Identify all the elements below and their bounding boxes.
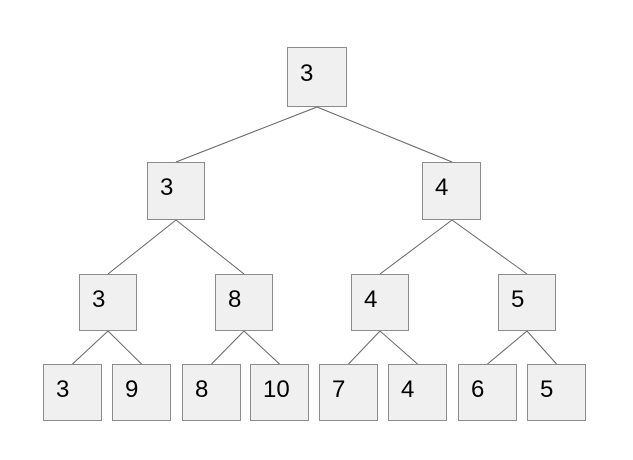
tree-node-l3-2-label: 4 (364, 285, 378, 313)
tree-node-leaf-6: 6 (458, 364, 517, 421)
edge-root-left (175, 106, 318, 163)
tree-node-leaf-7-label: 5 (540, 375, 554, 403)
edge-l3b-right (243, 330, 280, 365)
tree-node-l3-1-label: 8 (228, 285, 242, 313)
tree-node-l2-1: 4 (422, 162, 481, 220)
tree-node-leaf-0: 3 (43, 364, 102, 421)
edge-l3a-right (107, 330, 142, 365)
tree-node-leaf-6-label: 6 (471, 375, 485, 403)
tree-node-leaf-3-label: 10 (263, 375, 290, 403)
tree-node-leaf-0-label: 3 (56, 375, 70, 403)
edge-l2b-right (451, 219, 528, 275)
edge-l3c-right (379, 330, 418, 365)
tree-node-l3-2: 4 (351, 274, 409, 331)
edge-l3b-left (211, 330, 245, 365)
tree-node-leaf-3: 10 (250, 364, 309, 421)
tree-node-l3-3-label: 5 (511, 285, 525, 313)
tree-node-l3-0: 3 (79, 274, 137, 331)
tree-node-l2-0: 3 (147, 162, 205, 220)
edge-root-right (316, 106, 453, 163)
tree-node-l2-1-label: 4 (435, 174, 449, 201)
tree-node-leaf-4: 7 (319, 364, 378, 421)
edge-l3a-left (72, 330, 109, 365)
tree-node-l3-1: 8 (215, 274, 273, 331)
edge-l2a-right (175, 219, 245, 275)
tree-node-root: 3 (287, 47, 347, 107)
tree-node-leaf-4-label: 7 (332, 375, 346, 403)
tree-node-leaf-2-label: 8 (195, 375, 209, 403)
tree-node-leaf-7: 5 (527, 364, 586, 421)
edge-l3d-right (526, 330, 557, 365)
edge-l3c-left (348, 330, 381, 365)
edge-l2b-left (379, 219, 453, 275)
edge-l2a-left (107, 219, 177, 275)
tree-node-leaf-5-label: 4 (401, 375, 415, 403)
tree-node-leaf-2: 8 (182, 364, 241, 421)
tree-node-l3-0-label: 3 (92, 285, 106, 313)
tree-node-leaf-1: 9 (112, 364, 171, 421)
tree-node-leaf-1-label: 9 (125, 375, 139, 403)
edge-l3d-left (487, 330, 528, 365)
tree-node-root-label: 3 (300, 60, 314, 87)
tree-node-l2-0-label: 3 (160, 174, 174, 201)
tree-node-l3-3: 5 (498, 274, 556, 331)
tree-node-leaf-5: 4 (388, 364, 447, 421)
